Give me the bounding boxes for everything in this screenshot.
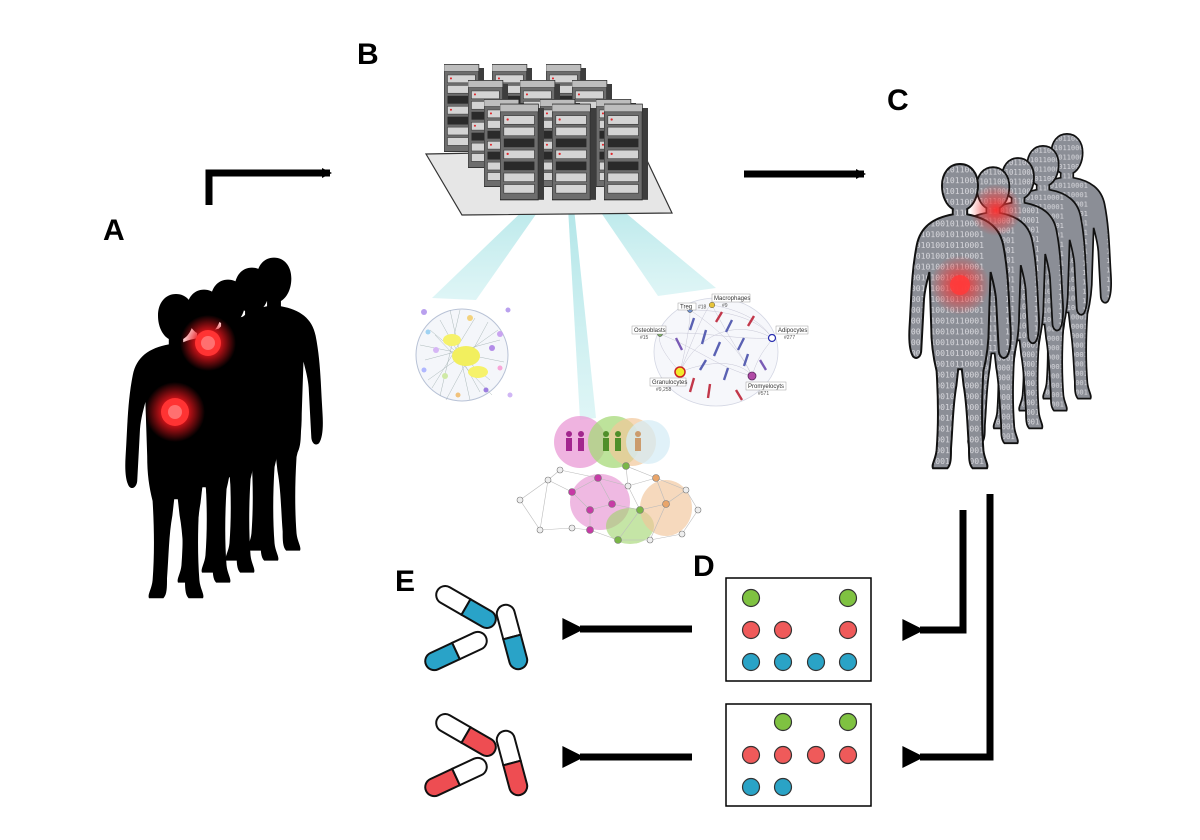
cell-type-network-graph: Treg #18 Macrophages #9 Adipocytes #277 …	[631, 293, 809, 407]
node-label-osteoblasts: Osteoblasts	[634, 328, 666, 334]
panel-label-e: E	[395, 565, 416, 598]
node-label-adipocytes: Adipocytes	[778, 328, 807, 334]
panel-label-d: D	[693, 550, 715, 583]
pathway-network-graph	[415, 307, 513, 402]
node-label-promyelocyts: Promyelocyts	[748, 384, 784, 390]
panel-c-digital-twins	[908, 132, 1113, 470]
biomarker-panel-lower	[725, 703, 872, 807]
arrow-c-to-d-upper	[902, 510, 967, 641]
twin-hotspot-chest	[970, 184, 1022, 236]
node-count-promyelocyts: #571	[758, 391, 769, 397]
panel-a-patient-cohort	[125, 257, 323, 599]
node-count-osteoblasts: #15	[640, 335, 649, 341]
patient-cluster-network-graph	[516, 416, 702, 544]
panel-label-a: A	[103, 214, 125, 247]
panel-d-biomarker-panels	[725, 577, 872, 807]
node-count-macrophages: #9	[722, 303, 728, 309]
arrow-c-to-d-lower	[902, 494, 994, 768]
node-count-treg: #18	[698, 305, 707, 311]
biomarker-panel-upper	[725, 577, 872, 682]
panel-label-c: C	[887, 84, 909, 117]
panel-label-b: B	[357, 38, 379, 71]
capsule-icon	[424, 585, 529, 798]
node-count-adipocytes: #277	[784, 335, 795, 341]
arrow-a-to-b	[205, 168, 332, 205]
panel-b-computation: Treg #18 Macrophages #9 Adipocytes #277 …	[415, 64, 809, 544]
node-count-granulocytes: #9,258	[656, 387, 672, 393]
node-label-macrophages: Macrophages	[714, 296, 750, 302]
panel-e-drugs	[424, 585, 529, 798]
node-label-granulocytes: Granulocytes	[652, 380, 687, 386]
node-label-treg: Treg	[680, 305, 692, 311]
